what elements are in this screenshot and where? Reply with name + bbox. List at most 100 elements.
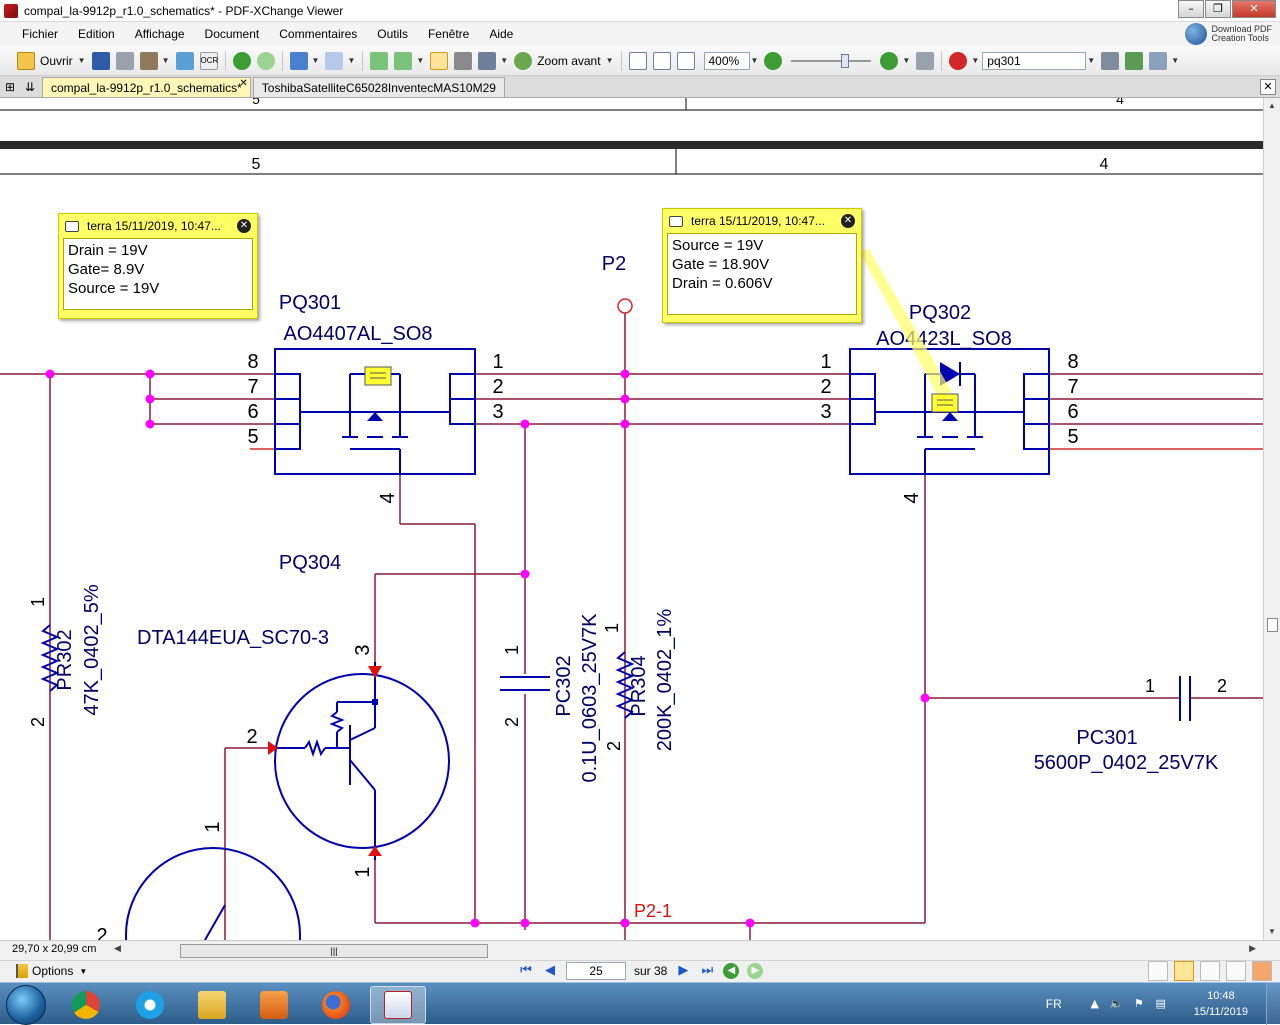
action-center-icon[interactable]: ⚑ (1133, 997, 1144, 1010)
close-document-icon[interactable]: ✕ (1260, 79, 1276, 95)
find-next-icon[interactable] (1125, 51, 1144, 70)
rotate-dropdown-icon[interactable]: ▼ (416, 56, 425, 65)
menu-edition[interactable]: Edition (78, 27, 115, 41)
scan-icon[interactable] (139, 51, 158, 70)
close-button[interactable]: ✕ (1232, 0, 1276, 18)
single-page-icon[interactable] (1148, 961, 1168, 981)
next-page-icon[interactable]: ▶ (678, 963, 689, 978)
minimize-button[interactable]: – (1178, 0, 1204, 18)
search-engine-icon[interactable] (949, 51, 968, 70)
select-text-icon[interactable] (478, 51, 497, 70)
undo-icon[interactable] (289, 51, 308, 70)
show-hidden-icons-icon[interactable]: ▲ (1090, 997, 1099, 1010)
comment-body[interactable]: Source = 19V Gate = 18.90V Drain = 0.606… (667, 233, 857, 315)
redo-dropdown-icon[interactable]: ▼ (347, 56, 356, 65)
menu-fenetre[interactable]: Fenêtre (427, 27, 470, 41)
print-icon[interactable] (115, 51, 134, 70)
facing-pages-icon[interactable] (1200, 961, 1220, 981)
hand-tool-icon[interactable] (430, 51, 449, 70)
options-dropdown-icon[interactable]: ▼ (79, 966, 88, 976)
open-label[interactable]: Ouvrir (40, 53, 73, 68)
scroll-right-icon[interactable]: ▶ (1249, 943, 1256, 953)
customize-dropdown-icon[interactable]: ▼ (1171, 56, 1180, 65)
snapshot-icon[interactable] (454, 51, 473, 70)
horizontal-scroll-thumb[interactable]: ||| (180, 944, 488, 958)
vertical-scroll-thumb[interactable] (1267, 618, 1278, 632)
menu-document[interactable]: Document (204, 27, 260, 41)
back-icon[interactable] (232, 51, 251, 70)
menu-outils[interactable]: Outils (377, 27, 408, 41)
network-icon[interactable]: ▤ (1155, 997, 1166, 1010)
open-dropdown-icon[interactable]: ▼ (77, 56, 86, 65)
scroll-left-icon[interactable]: ◀ (114, 943, 121, 953)
find-icon[interactable] (1101, 51, 1120, 70)
search-engine-dropdown-icon[interactable]: ▼ (971, 56, 980, 65)
page-number-input[interactable]: 25 (566, 962, 626, 980)
scroll-down-icon[interactable]: ▼ (1268, 927, 1276, 936)
horizontal-scrollbar[interactable]: ◀ ||| ▶ (112, 943, 1262, 959)
tab-toshiba-satellite[interactable]: ToshibaSatelliteC65028InventecMAS10M29 (252, 77, 505, 97)
save-icon[interactable] (91, 51, 110, 70)
continuous-facing-icon[interactable] (1226, 961, 1246, 981)
first-page-icon[interactable]: ⏮ (520, 963, 532, 978)
comment-popup-pq302[interactable]: terra 15/11/2019, 10:47... ✕ Source = 19… (662, 208, 862, 323)
scan-dropdown-icon[interactable]: ▼ (161, 56, 170, 65)
zoom-plus-icon[interactable] (880, 51, 899, 70)
tab-pin-icon[interactable]: ⇊ (24, 80, 36, 94)
ocr-icon[interactable]: OCR (199, 51, 218, 70)
zoom-slider[interactable] (791, 53, 872, 68)
options-button[interactable]: Options ▼ (16, 962, 87, 980)
comment-popup-pq301[interactable]: terra 15/11/2019, 10:47... ✕ Drain = 19V… (58, 213, 258, 319)
tab-list-icon[interactable]: ⊞ (4, 80, 16, 94)
clock[interactable]: 10:48 15/11/2019 (1194, 988, 1248, 1020)
previous-page-icon[interactable]: ◀ (545, 963, 555, 978)
language-indicator[interactable]: FR (1045, 997, 1062, 1011)
pq301-comment-marker[interactable] (364, 366, 392, 386)
customize-icon[interactable] (1149, 51, 1168, 70)
zoom-in-label[interactable]: Zoom avant (537, 53, 601, 68)
taskbar-media-player[interactable] (246, 986, 302, 1024)
volume-icon[interactable]: 🔈 (1109, 997, 1124, 1010)
document-viewport[interactable]: 5 4 5 4 (0, 98, 1263, 940)
zoom-level-field[interactable]: 400% (703, 51, 750, 70)
zoom-level-dropdown-icon[interactable]: ▼ (750, 56, 759, 65)
fit-width-icon[interactable] (676, 51, 695, 70)
comment-body[interactable]: Drain = 19V Gate= 8.9V Source = 19V (63, 238, 253, 310)
vertical-scrollbar[interactable]: ▲ ▼ (1263, 98, 1280, 940)
scroll-up-icon[interactable]: ▲ (1268, 101, 1276, 110)
last-page-icon[interactable]: ⏭ (701, 963, 714, 978)
taskbar-pdf-xchange[interactable] (370, 986, 426, 1024)
previous-view-icon[interactable]: ◀ (723, 963, 740, 979)
undo-dropdown-icon[interactable]: ▼ (311, 56, 320, 65)
search-input[interactable]: pq301 (982, 51, 1087, 70)
zoom-out-icon[interactable] (764, 51, 783, 70)
zoom-slider-knob[interactable] (841, 53, 850, 68)
menu-commentaires[interactable]: Commentaires (279, 27, 358, 41)
binoculars-icon[interactable] (916, 51, 935, 70)
taskbar-chrome[interactable] (58, 986, 114, 1024)
rotate-right-icon[interactable] (394, 51, 413, 70)
taskbar-internet-explorer[interactable] (122, 986, 178, 1024)
menu-aide[interactable]: Aide (489, 27, 514, 41)
tab-compal-schematics[interactable]: compal_la-9912p_r1.0_schematics* ✕ (42, 77, 251, 97)
continuous-page-icon[interactable] (1174, 961, 1194, 981)
taskbar-file-explorer[interactable] (184, 986, 240, 1024)
actual-size-icon[interactable] (628, 51, 647, 70)
redo-icon[interactable] (325, 51, 344, 70)
zoom-plus-dropdown-icon[interactable]: ▼ (902, 56, 911, 65)
feedback-icon[interactable] (1252, 961, 1272, 981)
open-folder-icon[interactable] (17, 51, 35, 70)
comment-close-icon[interactable]: ✕ (841, 214, 855, 228)
menu-affichage[interactable]: Affichage (134, 27, 185, 41)
menu-fichier[interactable]: Fichier (22, 27, 59, 41)
properties-icon[interactable] (175, 51, 194, 70)
pq302-comment-marker[interactable] (931, 393, 959, 413)
select-dropdown-icon[interactable]: ▼ (500, 56, 509, 65)
search-dropdown-icon[interactable]: ▼ (1087, 56, 1096, 65)
next-view-icon[interactable]: ▶ (747, 963, 764, 979)
rotate-left-icon[interactable] (370, 51, 389, 70)
maximize-button[interactable]: ❐ (1205, 0, 1231, 18)
tab-close-icon[interactable]: ✕ (239, 78, 248, 89)
fit-page-icon[interactable] (652, 51, 671, 70)
